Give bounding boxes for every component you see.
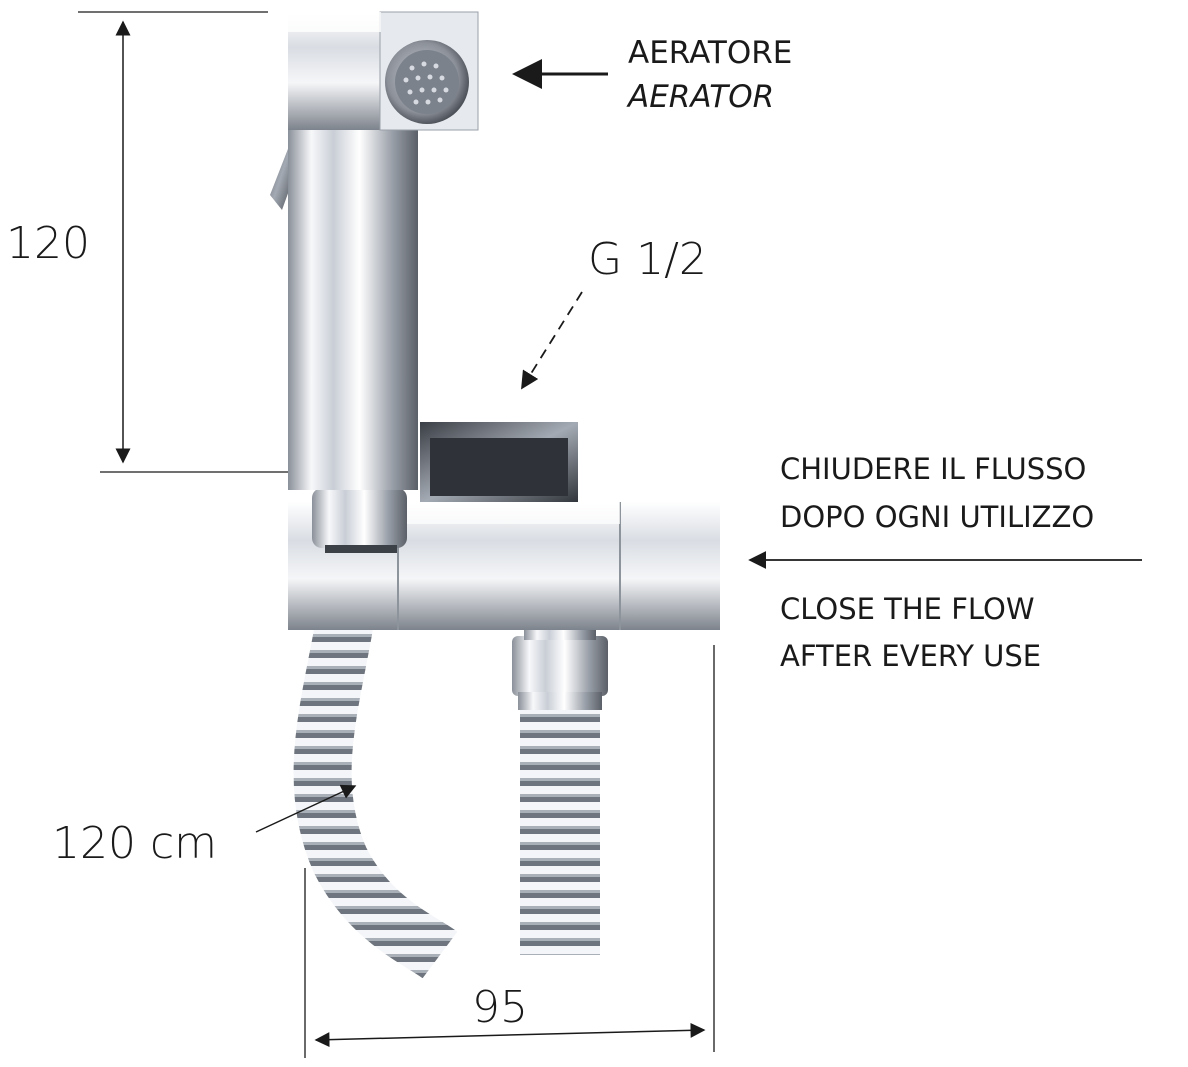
close-flow-label-it-2: DOPO OGNI UTILIZZO: [780, 500, 1095, 534]
width-dimension: [304, 645, 715, 1058]
hose-length-label: 120 cm: [52, 818, 218, 869]
aerator-label-it: AERATORE: [628, 35, 793, 71]
close-flow-label-it-1: CHIUDERE IL FLUSSO: [780, 452, 1087, 486]
connection-label: G 1/2: [588, 234, 707, 285]
connection-arrow: [521, 291, 583, 390]
close-flow-label-en-2: AFTER EVERY USE: [780, 639, 1042, 673]
close-flow-label-en-1: CLOSE THE FLOW: [780, 592, 1035, 626]
hose-leader-line: [255, 784, 357, 833]
aerator-nozzle-icon: [385, 40, 469, 124]
height-dimension: [78, 11, 290, 473]
hand-shower-collar: [312, 488, 407, 553]
valve-block: [288, 422, 720, 630]
width-dimension-label: 95: [472, 982, 528, 1033]
aerator-label-en: AERATOR: [628, 79, 775, 115]
height-dimension-label: 120: [6, 218, 90, 269]
flexible-hose: [293, 581, 600, 979]
